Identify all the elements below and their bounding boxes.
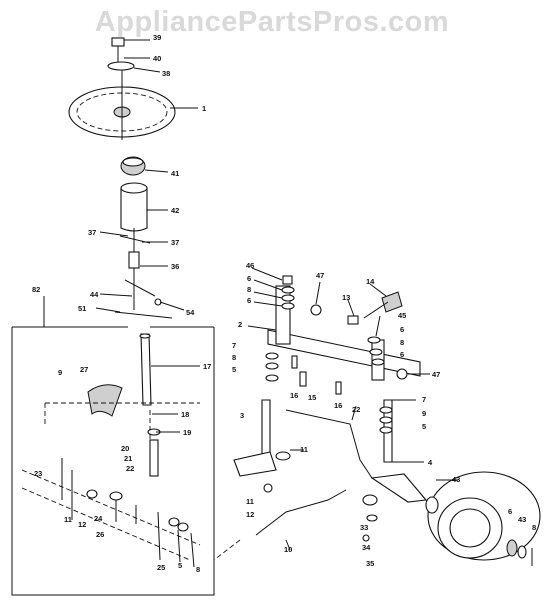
callout-label: 36 [171,262,179,271]
callout-label: 24 [94,514,103,523]
callout-label: 5 [422,422,426,431]
front-axle-assembly [233,275,541,566]
callout-label: 9 [58,368,62,377]
steering-shaft-part-17 [140,333,152,406]
tie-rod-part-22 [285,409,373,479]
callout-label: 5 [232,365,236,374]
callout-label: 8 [532,523,536,532]
callout-label: 40 [153,54,161,63]
callout-label: 12 [246,510,254,519]
nut-part-47 [310,304,322,316]
callout-label: 43 [452,475,460,484]
callout-label: 4 [428,458,433,467]
callout-label: 9 [422,409,426,418]
callout-label: 19 [183,428,191,437]
insert-part-38 [107,61,135,71]
callout-label: 47 [432,370,440,379]
callout-label: 11 [246,497,254,506]
callout-label: 22 [352,405,360,414]
steering-column-assembly [68,37,176,319]
callout-label: 46 [246,261,254,270]
callout-label: 38 [162,69,170,78]
callout-label: 13 [342,293,350,302]
cap-part-39 [111,37,125,47]
leader-lines [95,39,458,551]
callout-label: 12 [78,520,86,529]
callout-label: 5 [178,561,182,570]
callout-label: 16 [334,401,342,410]
callout-label: 1 [202,104,206,113]
callout-label: 27 [80,365,88,374]
callout-label: 14 [366,277,375,286]
callout-label: 26 [96,530,104,539]
callout-label: 7 [422,395,426,404]
callout-label: 7 [232,341,236,350]
callout-label: 6 [247,296,251,305]
callout-label: 20 [121,444,129,453]
column-cover-part-42 [120,187,148,232]
callout-label: 15 [308,393,316,402]
callout-label: 11 [64,515,72,524]
bolt-part-14 [381,291,403,313]
bushing-part-13 [347,315,359,325]
callout-label: 42 [171,206,179,215]
callout-label: 3 [240,411,244,420]
callout-label: 23 [34,469,42,478]
callout-label: 11 [300,445,308,454]
callout-label: 8 [247,285,251,294]
callout-label: 8 [196,565,200,574]
callout-label: 8 [400,338,404,347]
callout-label: 6 [400,325,404,334]
callout-label: 45 [398,311,406,320]
callout-label: 44 [90,290,99,299]
watermark: AppliancePartsPros.com [94,6,450,38]
callout-label: 8 [232,353,236,362]
callout-label: 39 [153,33,161,42]
callout-label: 54 [186,308,195,317]
callout-label: 6 [400,350,404,359]
callout-label: 18 [181,410,189,419]
callout-label: 21 [124,454,132,463]
callout-label: 10 [284,545,292,554]
callout-label: 43 [518,515,526,524]
sector-gear-part-27 [87,384,123,417]
callout-label: 37 [88,228,96,237]
callout-label: 35 [366,559,374,568]
steering-gear-box-82 [11,296,241,596]
callout-label: 51 [78,304,86,313]
callout-label: 6 [247,274,251,283]
callout-label: 47 [316,271,324,280]
callout-label: 41 [171,169,179,178]
callout-label: 33 [360,523,368,532]
callout-label: 2 [238,320,242,329]
callout-label: 34 [362,543,371,552]
callout-label: 17 [203,362,211,371]
callout-labels: 39 40 38 1 41 42 37 37 36 82 44 54 51 17… [32,33,536,574]
callout-label: 22 [126,464,134,473]
callout-label: 37 [171,238,179,247]
callout-label: 82 [32,285,40,294]
callout-label: 25 [157,563,165,572]
callout-label: 6 [508,507,512,516]
callout-label: 16 [290,391,298,400]
drag-link-part-10 [255,489,347,536]
